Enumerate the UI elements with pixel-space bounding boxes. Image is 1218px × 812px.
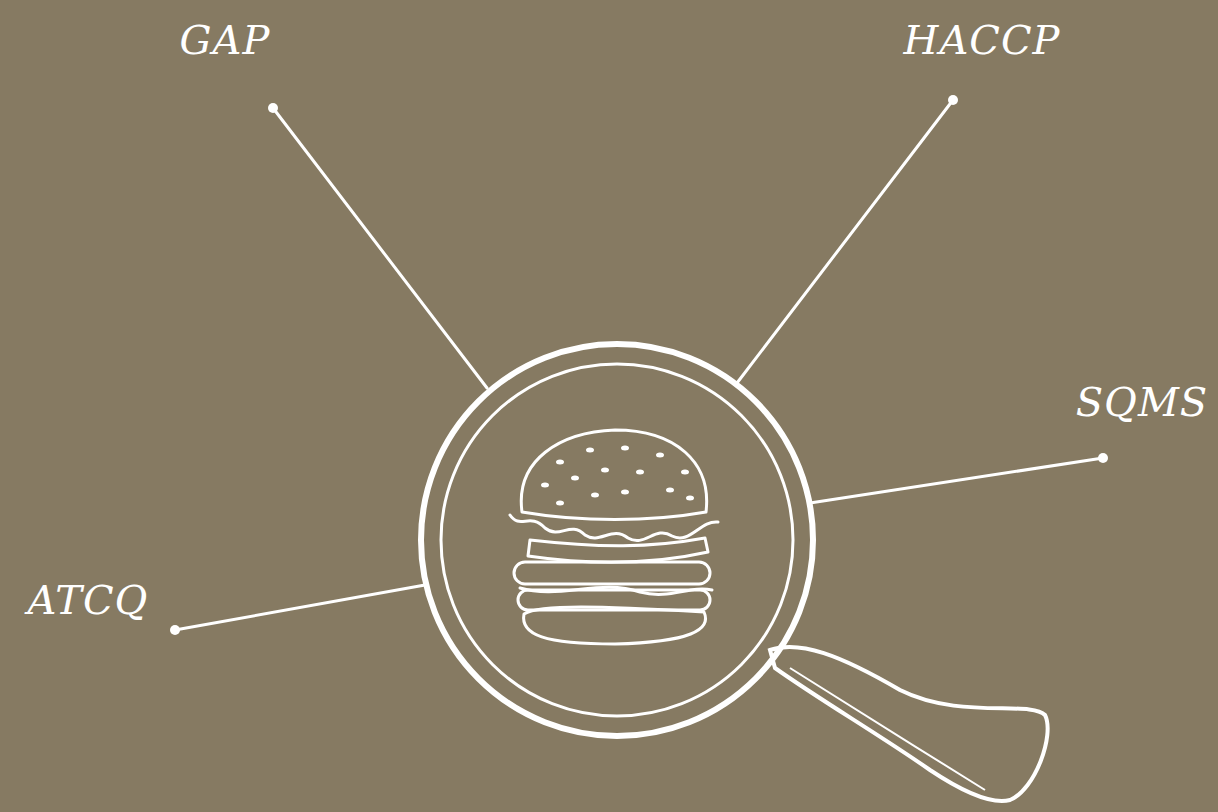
leader-dot xyxy=(1098,453,1108,463)
leader-dot xyxy=(170,625,180,635)
handle-highlight xyxy=(790,668,985,790)
top-bun xyxy=(521,430,706,520)
handle xyxy=(770,647,1048,801)
magnifying-glass xyxy=(421,344,1048,801)
bottom-bun xyxy=(524,607,706,644)
leader-line xyxy=(810,458,1103,503)
standard-label: SQMS xyxy=(1076,382,1209,422)
leader-line xyxy=(175,585,425,630)
leader-line xyxy=(737,100,953,383)
patty xyxy=(514,562,710,584)
burger xyxy=(510,430,718,644)
cheese xyxy=(528,538,708,562)
standard-label: HACCP xyxy=(904,20,1061,60)
standard-label: GAP xyxy=(180,20,271,60)
lens-inner xyxy=(441,364,793,716)
leader-dot xyxy=(268,103,278,113)
lens-rim xyxy=(421,344,813,736)
leader-dot xyxy=(948,95,958,105)
sesame-seeds xyxy=(541,446,694,506)
leader-line xyxy=(273,108,487,388)
standard-label: ATCQ xyxy=(28,580,149,620)
lettuce xyxy=(510,515,718,541)
